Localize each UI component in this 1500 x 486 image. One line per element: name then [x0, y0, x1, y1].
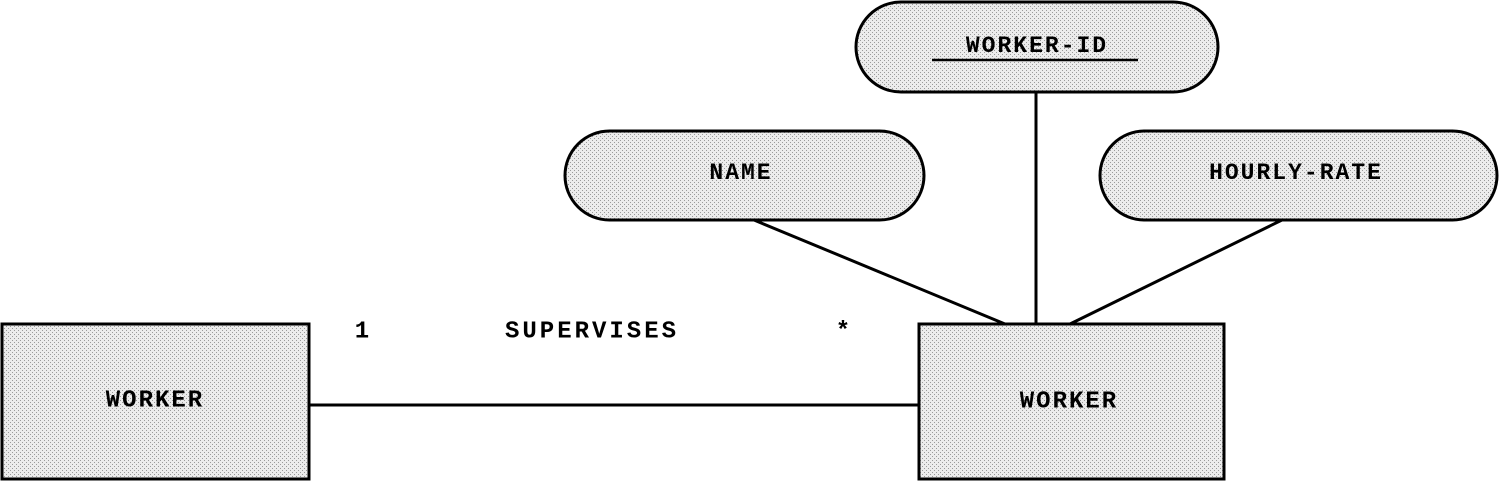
attribute-oval	[854, 0, 1220, 94]
entity-worker-supervisor[interactable]: WORKER	[0, 322, 311, 481]
cardinality-many: *	[836, 318, 850, 345]
attribute-hourly-rate[interactable]: HOURLY-RATE	[1098, 129, 1499, 222]
entity-worker-supervised[interactable]: WORKER	[917, 322, 1226, 481]
attribute-label: HOURLY-RATE	[1209, 160, 1383, 186]
entity-box	[917, 322, 1226, 481]
attribute-oval	[1098, 129, 1499, 222]
attribute-name[interactable]: NAME	[563, 129, 926, 222]
attribute-label: NAME	[709, 160, 772, 186]
name-connector	[753, 218, 1006, 326]
entity-label: WORKER	[106, 387, 204, 414]
attribute-oval	[563, 129, 926, 222]
entity-box	[0, 322, 311, 481]
attribute-worker-id[interactable]: WORKER-ID	[854, 0, 1220, 94]
relationship-label: SUPERVISES	[505, 318, 679, 345]
hourly-rate-connector	[1069, 218, 1283, 326]
attribute-label: WORKER-ID	[966, 33, 1108, 59]
entity-label: WORKER	[1020, 388, 1118, 415]
cardinality-one: 1	[355, 318, 369, 345]
